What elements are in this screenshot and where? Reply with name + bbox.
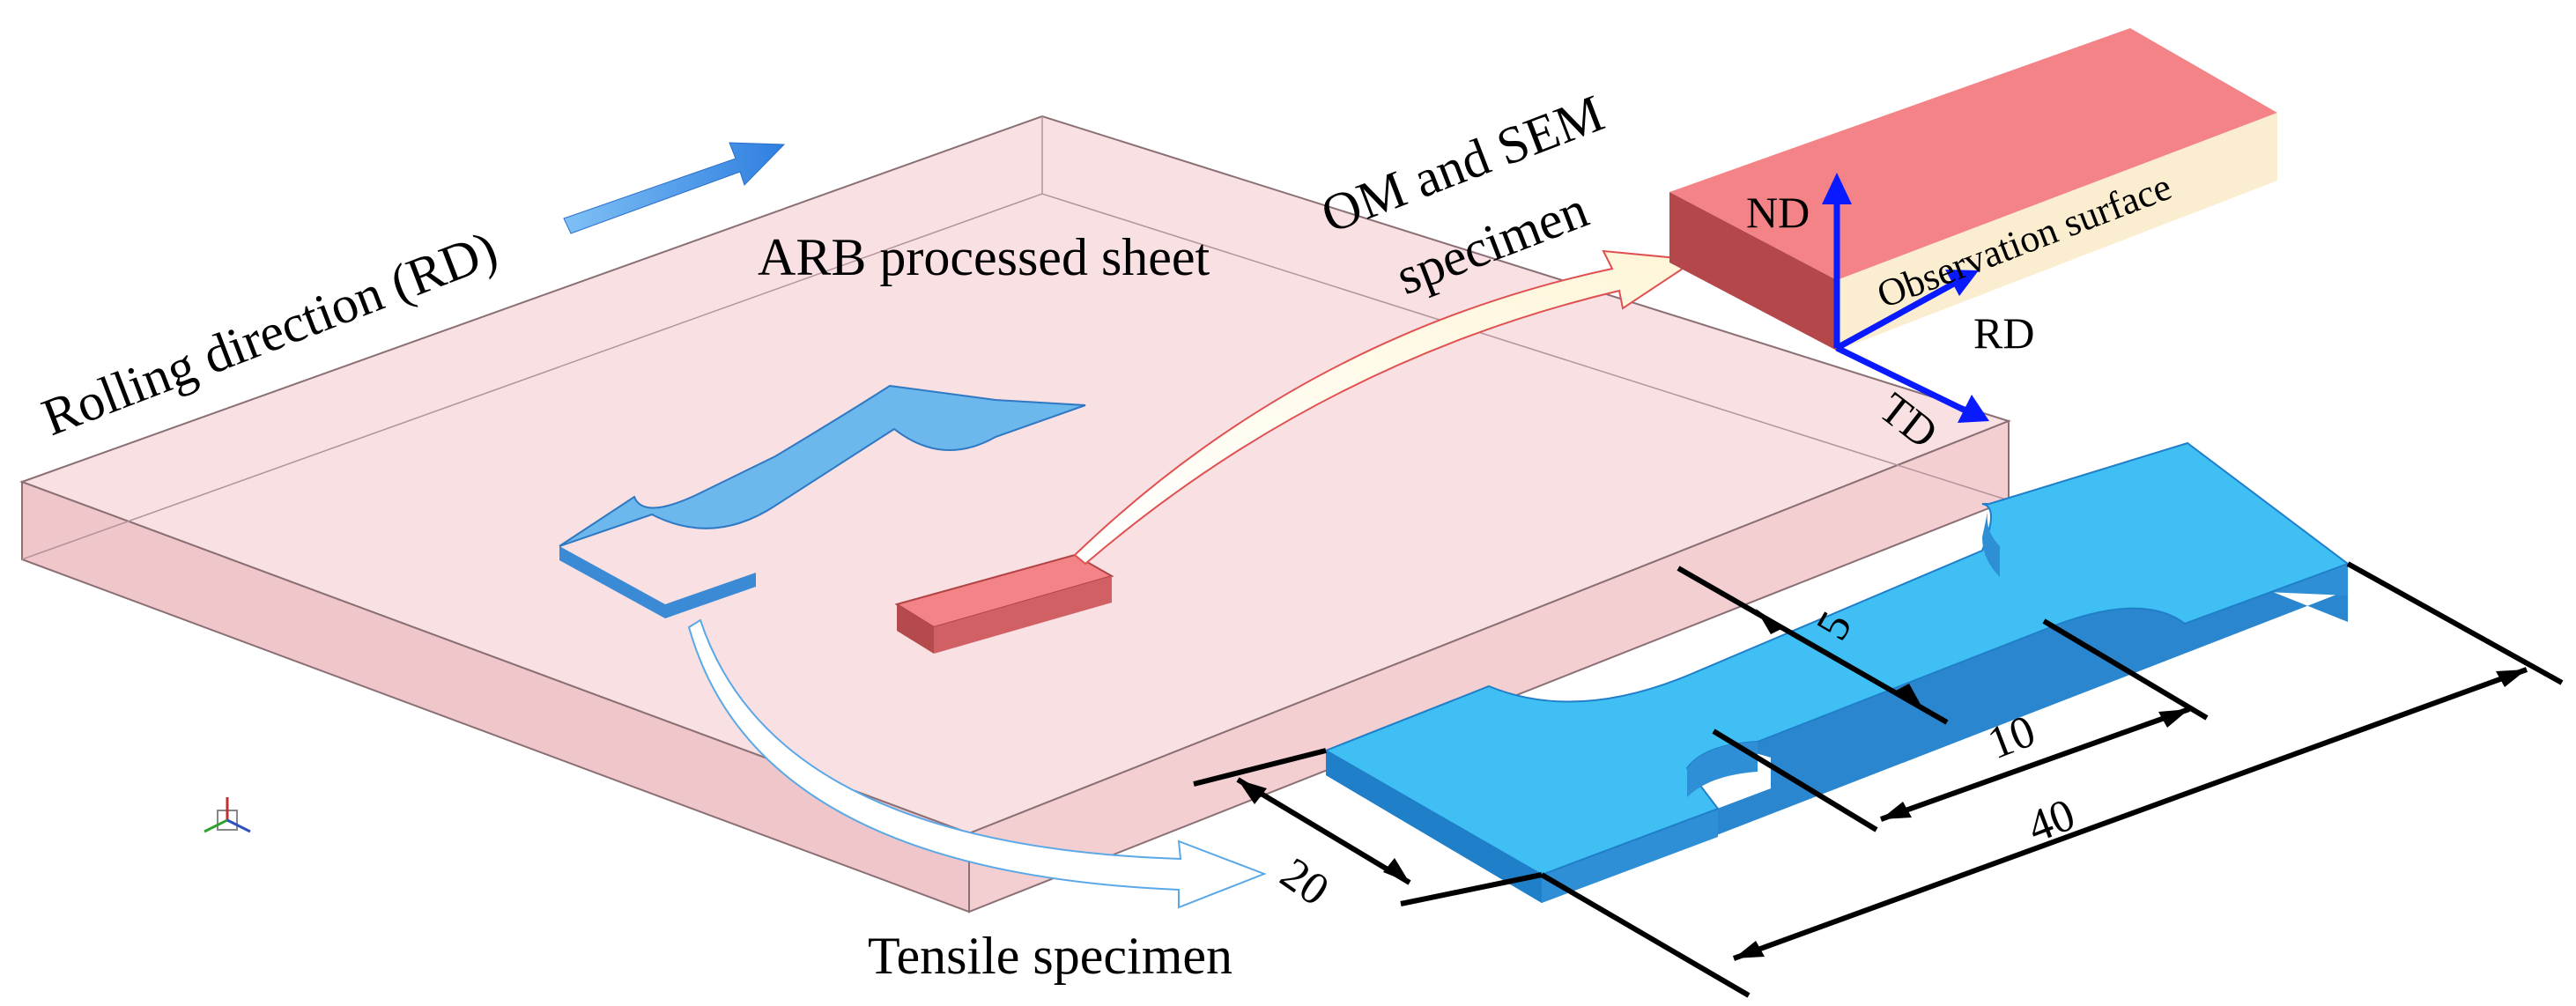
small-specimen-side: [559, 546, 756, 618]
om-curved-arrow: [1073, 249, 1699, 566]
dim-grip-width: 20: [1271, 848, 1337, 916]
om-left-face: [1669, 192, 1837, 351]
observation-face: [1837, 113, 2277, 351]
small-specimen-top: [559, 384, 1086, 547]
large-specimen-side: [1326, 557, 2348, 903]
small-om-specimen: [894, 553, 1114, 654]
rolling-direction-arrow: [563, 142, 786, 234]
om-sem-specimen: [1669, 28, 2277, 351]
om-top-face: [1669, 28, 2277, 280]
sheet-label: ARB processed sheet: [758, 228, 1210, 286]
small-tensile-specimen: [559, 384, 1086, 618]
rd-label: RD: [1973, 308, 2034, 358]
tensile-curved-arrow: [687, 618, 1267, 909]
dim-total-length: 40: [2021, 789, 2082, 853]
view-triad-icon: [204, 797, 251, 833]
coordinate-axes: [1822, 173, 1989, 423]
nd-label: ND: [1746, 188, 1810, 237]
dimension-lines: [1193, 561, 2564, 998]
tensile-specimen-label: Tensile specimen: [868, 927, 1232, 985]
